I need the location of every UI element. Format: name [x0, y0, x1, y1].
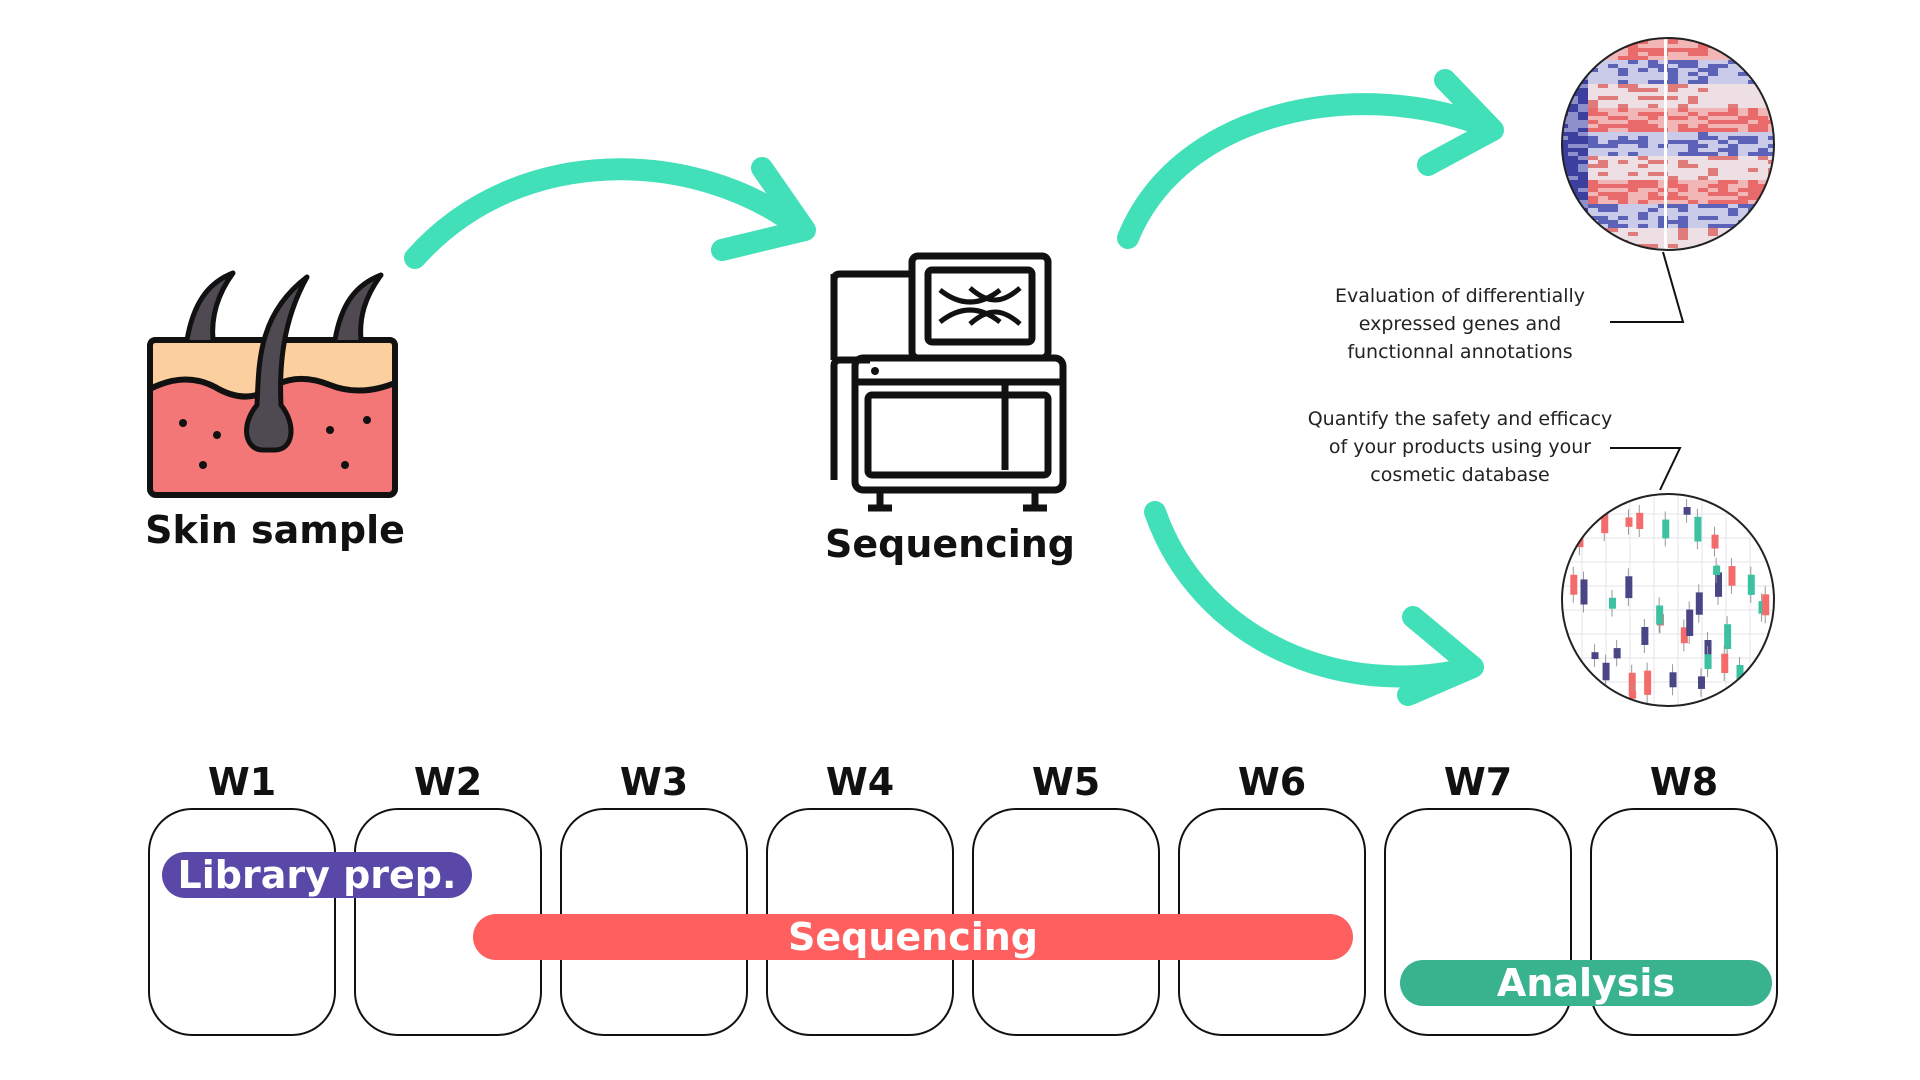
callout-lines [1610, 251, 1685, 491]
safety-note-line-2: of your products using your [1328, 436, 1592, 458]
sequencing-label: Sequencing [824, 522, 1076, 566]
week-label-w7: W7 [1443, 760, 1513, 804]
bar-sequencing: Sequencing [473, 914, 1353, 960]
safety-note-line-1: Quantify the safety and efficacy [1307, 408, 1613, 430]
boxplot-thumbnail [1561, 493, 1775, 707]
skin-sample-label: Skin sample [145, 508, 405, 552]
safety-note: Quantify the safety and efficacy of your… [1290, 405, 1630, 489]
deg-note: Evaluation of differentially expressed g… [1290, 282, 1630, 366]
week-label-w6: W6 [1237, 760, 1307, 804]
week-label-w2: W2 [413, 760, 483, 804]
week-label-w5: W5 [1031, 760, 1101, 804]
bar-analysis: Analysis [1400, 960, 1772, 1006]
sequencer-icon [830, 252, 1067, 512]
safety-note-line-3: cosmetic database [1370, 464, 1550, 486]
week-label-w8: W8 [1649, 760, 1719, 804]
deg-note-line-1: Evaluation of differentially [1334, 285, 1586, 307]
skin-sample-icon [147, 270, 398, 498]
bar-library-prep: Library prep. [162, 852, 472, 898]
week-label-w4: W4 [825, 760, 895, 804]
arrow-skin-to-sequencing [404, 157, 816, 269]
deg-note-line-2: expressed genes and [1358, 313, 1562, 335]
week-label-w1: W1 [207, 760, 277, 804]
week-box-w1 [148, 808, 336, 1036]
heatmap-thumbnail [1561, 37, 1775, 251]
week-label-w3: W3 [619, 760, 689, 804]
deg-note-line-3: functionnal annotations [1347, 341, 1573, 363]
arrow-sequencing-to-heatmap [1117, 69, 1504, 249]
arrow-sequencing-to-boxplot [1144, 501, 1484, 706]
